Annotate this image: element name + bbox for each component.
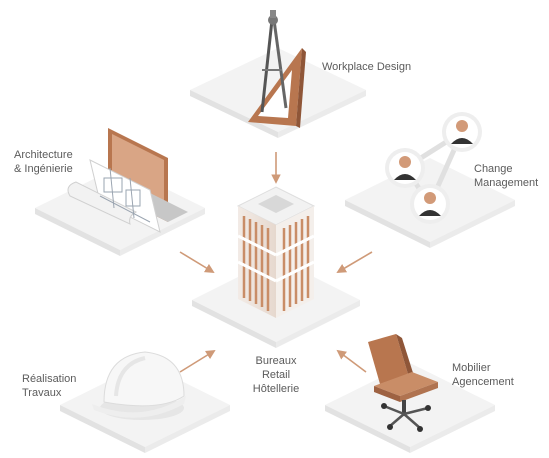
center-label-line3: Hôtellerie <box>252 383 300 395</box>
architecture-label-line2: & Ingénierie <box>14 163 73 175</box>
arrow-realisation-to-center <box>179 349 216 373</box>
drafting-compass-icon <box>248 10 306 128</box>
platform-mobilier <box>325 363 495 453</box>
center-label-line1: Bureaux <box>255 355 297 367</box>
office-building-icon <box>236 186 316 318</box>
blueprint-laptop-icon <box>67 128 188 233</box>
change-management-label: Change Management <box>474 162 538 190</box>
workplace-design-label-text: Workplace Design <box>322 61 412 73</box>
hard-hat-icon <box>92 351 186 420</box>
change-management-label-line1: Change <box>474 163 513 175</box>
arrow-architecture-to-center <box>179 251 215 273</box>
people-network-icon <box>385 112 482 224</box>
architecture-label-line1: Architecture <box>14 149 73 161</box>
arrow-change-to-center <box>336 251 373 273</box>
change-management-label-line2: Management <box>474 177 539 189</box>
mobilier-label-line2: Agencement <box>452 376 514 388</box>
architecture-label: Architecture & Ingénierie <box>14 148 73 176</box>
realisation-label-line1: Réalisation <box>22 373 77 385</box>
arrow-mobilier-to-center <box>336 349 367 373</box>
mobilier-label: Mobilier Agencement <box>452 361 514 389</box>
center-label-line2: Retail <box>261 369 291 381</box>
office-chair-icon <box>368 334 438 432</box>
center-label: Bureaux Retail Hôtellerie <box>240 354 312 396</box>
mobilier-label-line1: Mobilier <box>452 362 491 374</box>
realisation-label: Réalisation Travaux <box>22 372 76 400</box>
realisation-label-line2: Travaux <box>22 387 62 399</box>
workplace-design-label: Workplace Design <box>322 60 411 74</box>
